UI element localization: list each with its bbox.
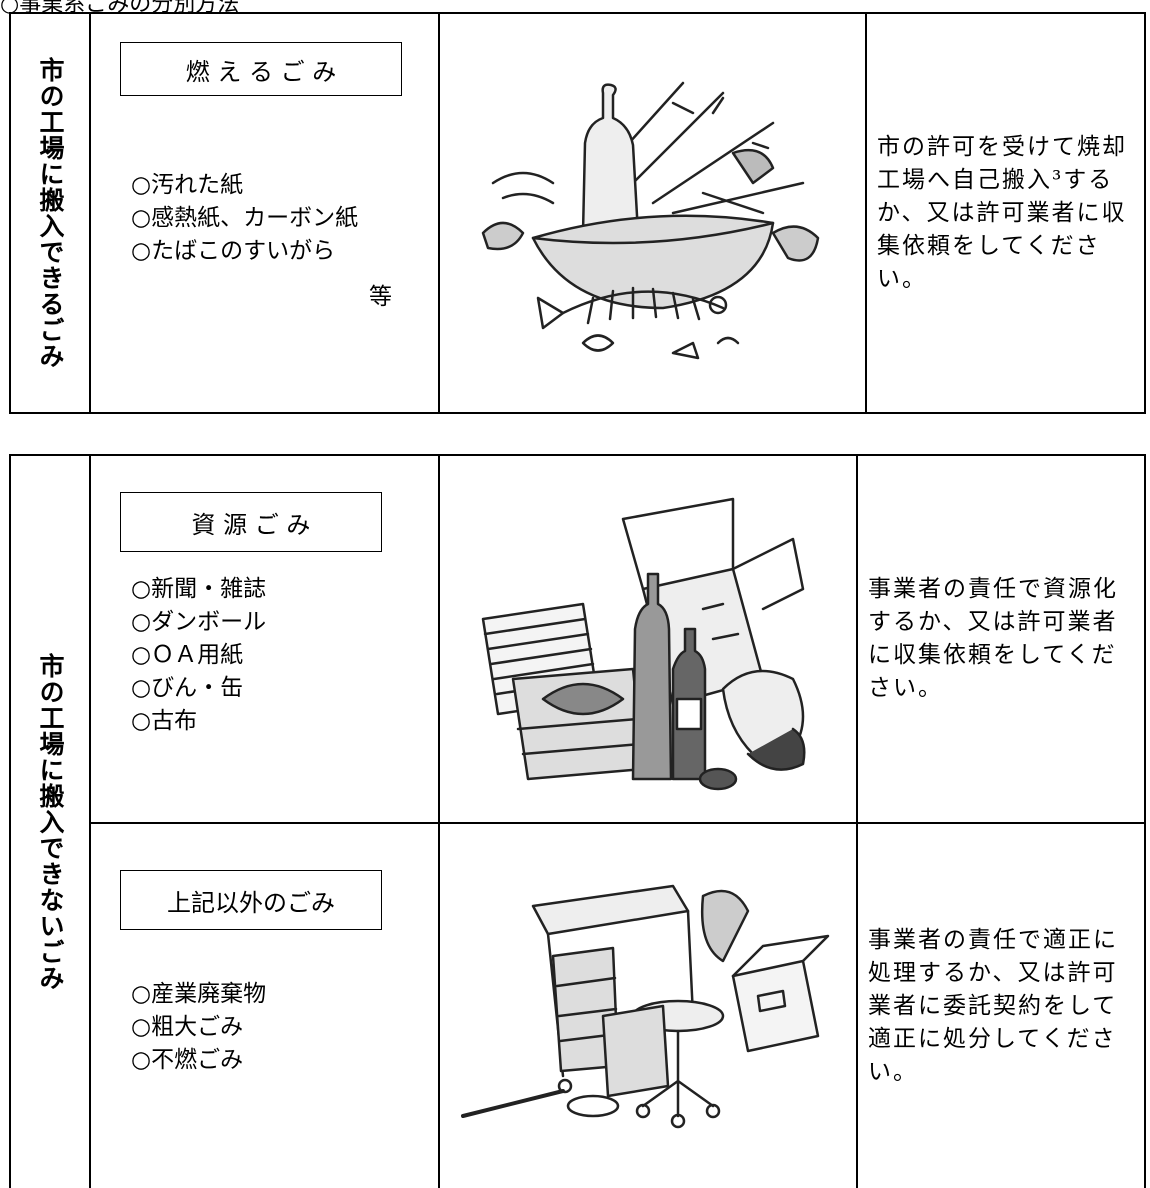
illustration-cell (438, 454, 858, 824)
list-item: ○汚れた紙 (131, 172, 244, 198)
category-cell: 燃 え る ご み ○汚れた紙 ○感熱紙、カーボン紙 ○たばこのすいがら 等 (89, 12, 440, 414)
description-cell: 事業者の責任で資源化するか、又は許可業者に収集依頼をしてください。 (856, 454, 1146, 824)
category-cell: 資 源 ご み ○新聞・雑誌 ○ダンボール ○ＯＡ用紙 ○びん・缶 ○古布 (89, 454, 440, 824)
item-list: ○汚れた紙 ○感熱紙、カーボン紙 ○たばこのすいがら (131, 169, 358, 268)
description-cell: 事業者の責任で適正に処理するか、又は許可業者に委託契約をして適正に処分してくださ… (856, 822, 1146, 1188)
side-label: 市の工場に搬入できるごみ (36, 57, 65, 369)
description-cell: 市の許可を受けて焼却工場へ自己搬入³するか、又は許可業者に収集依頼をしてください… (865, 12, 1146, 414)
side-label-cell: 市の工場に搬入できるごみ (9, 12, 91, 414)
list-item: ○粗大ごみ (131, 1014, 244, 1040)
etc-label: 等 (369, 284, 392, 310)
list-item: ○古布 (131, 708, 198, 734)
item-list: ○産業廃棄物 ○粗大ごみ ○不燃ごみ (131, 978, 266, 1077)
list-item: ○不燃ごみ (131, 1047, 244, 1073)
burnable-garbage-illustration (481, 81, 819, 360)
list-item: ○びん・缶 (131, 675, 244, 701)
category-box: 資 源 ご み (120, 492, 382, 552)
burnable-garbage-table: 市の工場に搬入できるごみ 燃 え る ご み ○汚れた紙 ○感熱紙、カーボン紙 … (9, 12, 1146, 414)
list-item: ○ダンボール (131, 609, 267, 635)
item-list: ○新聞・雑誌 ○ダンボール ○ＯＡ用紙 ○びん・缶 ○古布 (131, 573, 266, 738)
list-item: ○産業廃棄物 (131, 981, 267, 1007)
list-item: ○感熱紙、カーボン紙 (131, 205, 359, 231)
description-text: 市の許可を受けて焼却工場へ自己搬入³するか、又は許可業者に収集依頼をしてください… (877, 133, 1127, 292)
side-label-cell: 市の工場に搬入できないごみ (9, 454, 91, 1188)
category-box: 上記以外のごみ (120, 870, 382, 930)
non-acceptable-garbage-table: 市の工場に搬入できないごみ 資 源 ご み ○新聞・雑誌 ○ダンボール ○ＯＡ用… (9, 454, 1146, 1188)
recyclable-garbage-illustration (481, 497, 806, 791)
category-cell: 上記以外のごみ ○産業廃棄物 ○粗大ごみ ○不燃ごみ (89, 822, 440, 1188)
description-text: 事業者の責任で適正に処理するか、又は許可業者に委託契約をして適正に処分してくださ… (868, 926, 1118, 1085)
illustration-cell (438, 822, 858, 1188)
category-box: 燃 え る ご み (120, 42, 402, 96)
list-item: ○ＯＡ用紙 (131, 642, 244, 668)
side-label: 市の工場に搬入できないごみ (36, 653, 65, 991)
list-item: ○たばこのすいがら (131, 238, 336, 264)
other-garbage-illustration (461, 884, 830, 1129)
description-text: 事業者の責任で資源化するか、又は許可業者に収集依頼をしてください。 (868, 576, 1118, 701)
list-item: ○新聞・雑誌 (131, 576, 267, 602)
illustration-cell (438, 12, 867, 414)
